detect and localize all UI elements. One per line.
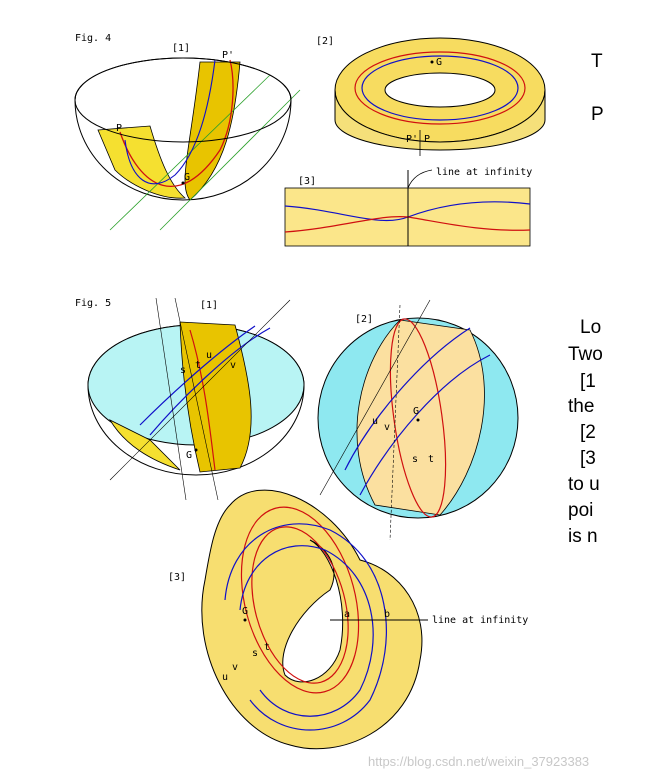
fig5-panel-2: [2] G u v s t <box>317 299 519 541</box>
fig5-p3-g: G <box>242 606 248 617</box>
fig5-p3-a: a <box>344 609 350 620</box>
side-text: T P Lo Two [1 the [2 [3 to u poi is n <box>568 51 604 547</box>
side-text-line-3: [1 <box>580 371 596 392</box>
fig5-p2-s: s <box>412 454 418 465</box>
fig5-title: Fig. 5 <box>75 298 111 309</box>
fig5-p3-u: u <box>222 672 228 683</box>
fig5-label-2: [2] <box>355 314 373 325</box>
fig5-p3-s: s <box>252 648 258 659</box>
fig5-label-1: [1] <box>200 300 218 311</box>
side-text-line-4: the <box>568 396 594 417</box>
fig5-p1-u: u <box>206 350 212 361</box>
fig5-p2-t: t <box>428 454 434 465</box>
fig4-point-p-prime: P' <box>222 50 234 61</box>
fig4-label-3: [3] <box>298 176 316 187</box>
fig4-panel-2: [2] G P' P <box>316 36 546 156</box>
fig4-line-at-infinity: line at infinity <box>436 167 532 178</box>
side-text-t: T <box>591 51 603 72</box>
fig5-panel-1: Fig. 5 [1] s t u v G <box>75 297 305 501</box>
side-text-line-5: [2 <box>580 422 596 443</box>
fig4-panel-1: Fig. 4 [1] P P' G <box>74 33 301 231</box>
fig4-label-2: [2] <box>316 36 334 47</box>
side-text-line-8: poi <box>568 500 593 521</box>
fig5-p2-g: G <box>413 406 419 417</box>
side-text-line-9: is n <box>568 526 598 547</box>
fig5-p2-v: v <box>384 422 390 433</box>
fig5-label-3: [3] <box>168 572 186 583</box>
fig5-p1-v: v <box>230 360 236 371</box>
fig5-p1-g: G <box>186 450 192 461</box>
fig5-p3-b: b <box>384 609 390 620</box>
fig4-label-1: [1] <box>172 43 190 54</box>
fig5-p3-v: v <box>232 662 238 673</box>
fig4-ring-p-prime: P' <box>406 134 418 145</box>
fig5-p3-t: t <box>264 642 270 653</box>
fig5-line-at-infinity: line at infinity <box>432 615 528 626</box>
fig4-title: Fig. 4 <box>75 33 111 44</box>
side-text-line-1: Lo <box>580 317 601 338</box>
side-text-line-7: to u <box>568 474 600 495</box>
fig4-ring-g: G <box>436 57 442 68</box>
fig5-p1-t: t <box>195 360 201 371</box>
fig4-point-g: G <box>184 172 190 183</box>
fig4-ring-p: P <box>424 134 430 145</box>
fig5-p2-u: u <box>372 416 378 427</box>
side-text-p: P <box>591 104 604 125</box>
side-text-line-2: Two <box>568 344 603 365</box>
fig5-panel-3: [3] G a b line at infinity s t u v <box>168 489 528 750</box>
side-text-line-6: [3 <box>580 448 596 469</box>
watermark: https://blog.csdn.net/weixin_37923383 <box>368 754 589 769</box>
fig5-p1-s: s <box>180 365 186 376</box>
fig4-point-p: P <box>116 123 122 134</box>
fig4-panel-3: [3] line at infinity <box>284 167 532 247</box>
